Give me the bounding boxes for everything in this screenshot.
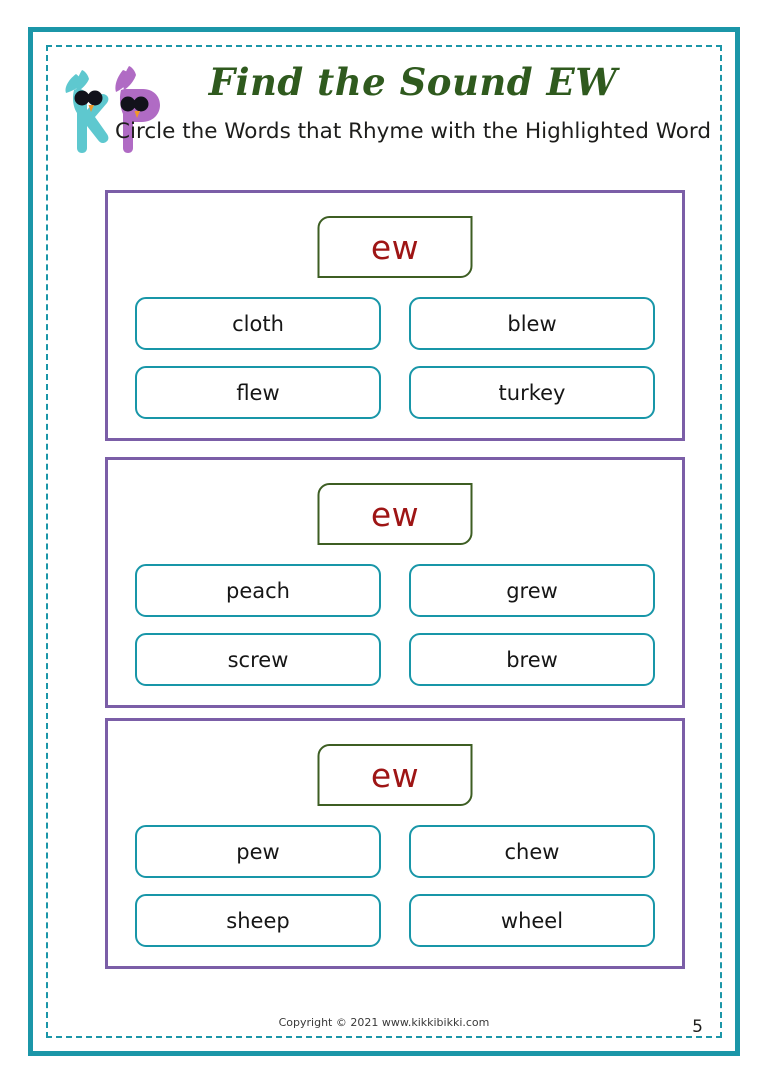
highlighted-word-text: ew [370, 227, 420, 267]
word-option[interactable]: wheel [409, 894, 655, 947]
highlighted-word-box: ew [317, 744, 473, 806]
highlighted-word-text: ew [370, 494, 420, 534]
word-option[interactable]: cloth [135, 297, 381, 350]
exercise-group: ew peach grew screw brew [105, 457, 685, 708]
word-option[interactable]: blew [409, 297, 655, 350]
exercise-group: ew cloth blew flew turkey [105, 190, 685, 441]
word-option-label: chew [504, 839, 560, 864]
word-option[interactable]: turkey [409, 366, 655, 419]
word-option[interactable]: chew [409, 825, 655, 878]
word-option[interactable]: peach [135, 564, 381, 617]
word-option-label: cloth [232, 311, 284, 336]
word-option[interactable]: pew [135, 825, 381, 878]
word-option-label: pew [236, 839, 280, 864]
word-option-label: peach [226, 578, 290, 603]
page-content: Find the Sound EW Circle the Words that … [33, 32, 735, 1051]
word-option-label: wheel [500, 908, 564, 933]
page-outer-border: Find the Sound EW Circle the Words that … [28, 27, 740, 1056]
word-option[interactable]: flew [135, 366, 381, 419]
kikkibikki-logo-icon [58, 60, 174, 156]
exercise-group: ew pew chew sheep wheel [105, 718, 685, 969]
word-option-label: turkey [498, 380, 566, 405]
page-title: Find the Sound EW [208, 60, 618, 104]
word-option-label: sheep [226, 908, 290, 933]
word-option-label: screw [227, 647, 289, 672]
word-option-label: grew [506, 578, 558, 603]
word-option[interactable]: sheep [135, 894, 381, 947]
page-subtitle: Circle the Words that Rhyme with the Hig… [114, 119, 712, 144]
page-number: 5 [692, 1017, 703, 1037]
word-choice-grid: cloth blew flew turkey [135, 297, 655, 419]
word-choice-grid: pew chew sheep wheel [135, 825, 655, 947]
word-option-label: flew [236, 380, 280, 405]
highlighted-word-text: ew [370, 755, 420, 795]
word-option[interactable]: grew [409, 564, 655, 617]
word-option[interactable]: brew [409, 633, 655, 686]
word-choice-grid: peach grew screw brew [135, 564, 655, 686]
highlighted-word-box: ew [317, 216, 473, 278]
word-option[interactable]: screw [135, 633, 381, 686]
word-option-label: blew [507, 311, 557, 336]
highlighted-word-box: ew [317, 483, 473, 545]
word-option-label: brew [506, 647, 558, 672]
copyright-text: Copyright © 2021 www.kikkibikki.com [278, 1016, 490, 1029]
worksheet-header: Find the Sound EW Circle the Words that … [33, 46, 735, 166]
